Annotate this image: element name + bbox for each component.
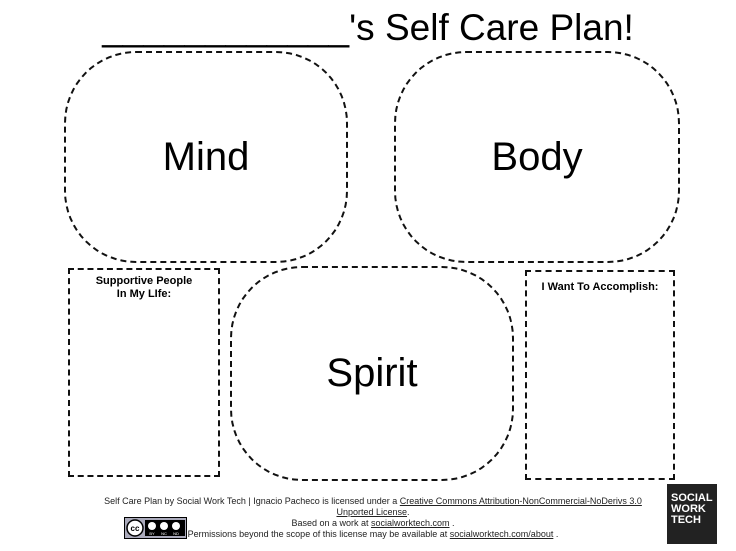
footer-line3-prefix: Permissions beyond the scope of this lic…	[187, 529, 450, 539]
site-link[interactable]: socialworktech.com	[371, 518, 450, 528]
by-label: BY	[149, 531, 155, 536]
footer-line2-prefix: Based on a work at	[291, 518, 371, 528]
spirit-label: Spirit	[326, 351, 418, 395]
supportive-people-label-line2: In My LIfe:	[116, 288, 172, 300]
supportive-people-box: Supportive People In My LIfe:	[68, 268, 220, 477]
footer-line1-prefix: Self Care Plan by Social Work Tech | Ign…	[104, 496, 400, 506]
page-title: ____________'s Self Care Plan!	[102, 7, 634, 48]
mind-label: Mind	[162, 134, 250, 179]
logo-line2: WORK	[671, 503, 706, 515]
body-label: Body	[491, 134, 583, 179]
license-link[interactable]: Creative Commons Attribution-NonCommerci…	[336, 496, 642, 517]
supportive-people-label-line1: Supportive People	[95, 275, 193, 287]
license-footer: Self Care Plan by Social Work Tech | Ign…	[90, 496, 656, 540]
logo-line1: SOCIAL	[671, 492, 713, 504]
mind-section: Mind	[64, 51, 348, 263]
footer-line3-suffix: .	[553, 529, 559, 539]
creative-commons-badge-icon[interactable]: cc BY NC ND	[124, 517, 187, 539]
nc-label: NC	[161, 531, 167, 536]
social-work-tech-logo: SOCIAL WORK TECH	[667, 484, 717, 544]
spirit-section: Spirit	[230, 266, 514, 481]
about-link[interactable]: socialworktech.com/about	[449, 529, 554, 539]
nc-icon	[160, 522, 168, 530]
logo-line3: TECH	[671, 514, 701, 526]
footer-line1-suffix: .	[407, 507, 410, 517]
nd-label: ND	[173, 531, 179, 536]
accomplish-label: I Want To Accomplish:	[541, 281, 659, 293]
footer-line2-suffix: .	[449, 518, 455, 528]
nd-icon	[172, 522, 180, 530]
accomplish-box: I Want To Accomplish:	[525, 270, 675, 480]
by-icon	[148, 522, 156, 530]
body-section: Body	[394, 51, 680, 263]
cc-circle-icon	[126, 519, 144, 537]
cc-badge-text: cc	[131, 524, 140, 533]
